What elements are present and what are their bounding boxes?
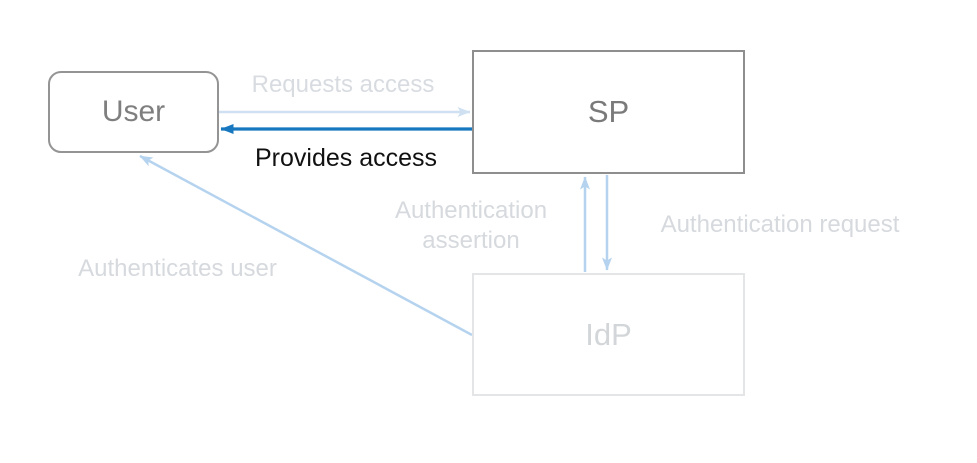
edge-label-authentication-request: Authentication request [660, 211, 900, 238]
node-sp: SP [472, 50, 745, 174]
node-user-label: User [101, 95, 166, 128]
arrow-authenticates-user [139, 154, 473, 337]
node-idp: IdP [472, 273, 745, 396]
edge-label-requests-access: Requests access [251, 71, 435, 98]
edge-label-authenticates-user: Authenticates user [78, 255, 277, 282]
edge-label-authentication-assertion: Authentication assertion [394, 197, 548, 254]
node-idp-label: IdP [585, 316, 632, 352]
node-sp-label: SP [587, 94, 630, 129]
node-user: User [48, 71, 219, 153]
edge-label-provides-access: Provides access [254, 144, 438, 172]
